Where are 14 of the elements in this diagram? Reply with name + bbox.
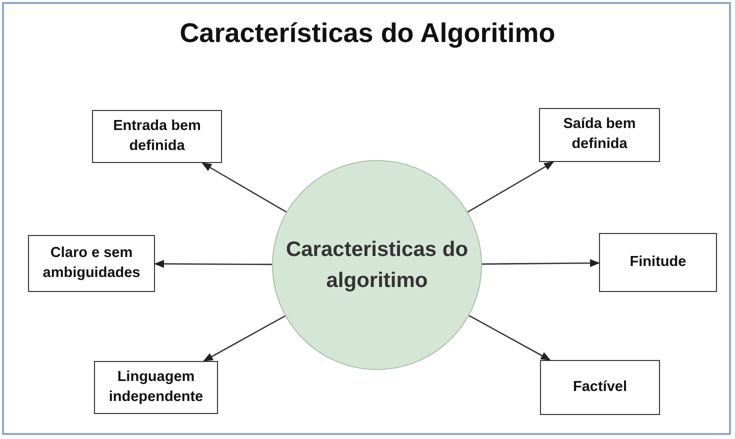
- arrow: [482, 259, 600, 268]
- diagram-title: Características do Algoritimo: [178, 18, 556, 49]
- arrow: [468, 314, 551, 361]
- arrow: [202, 315, 286, 362]
- arrow: [467, 161, 554, 213]
- central-circle: Caracteristicas do algoritimo: [272, 160, 482, 370]
- arrow: [202, 162, 287, 213]
- arrow: [154, 260, 272, 268]
- feature-box: Saída bem definida: [539, 108, 660, 162]
- feature-box: Factível: [540, 360, 660, 415]
- feature-box: Entrada bem definida: [92, 110, 222, 163]
- feature-box: Claro e sem ambiguidades: [28, 235, 155, 292]
- feature-box: Linguagem independente: [94, 361, 218, 414]
- feature-box: Finitude: [599, 233, 717, 292]
